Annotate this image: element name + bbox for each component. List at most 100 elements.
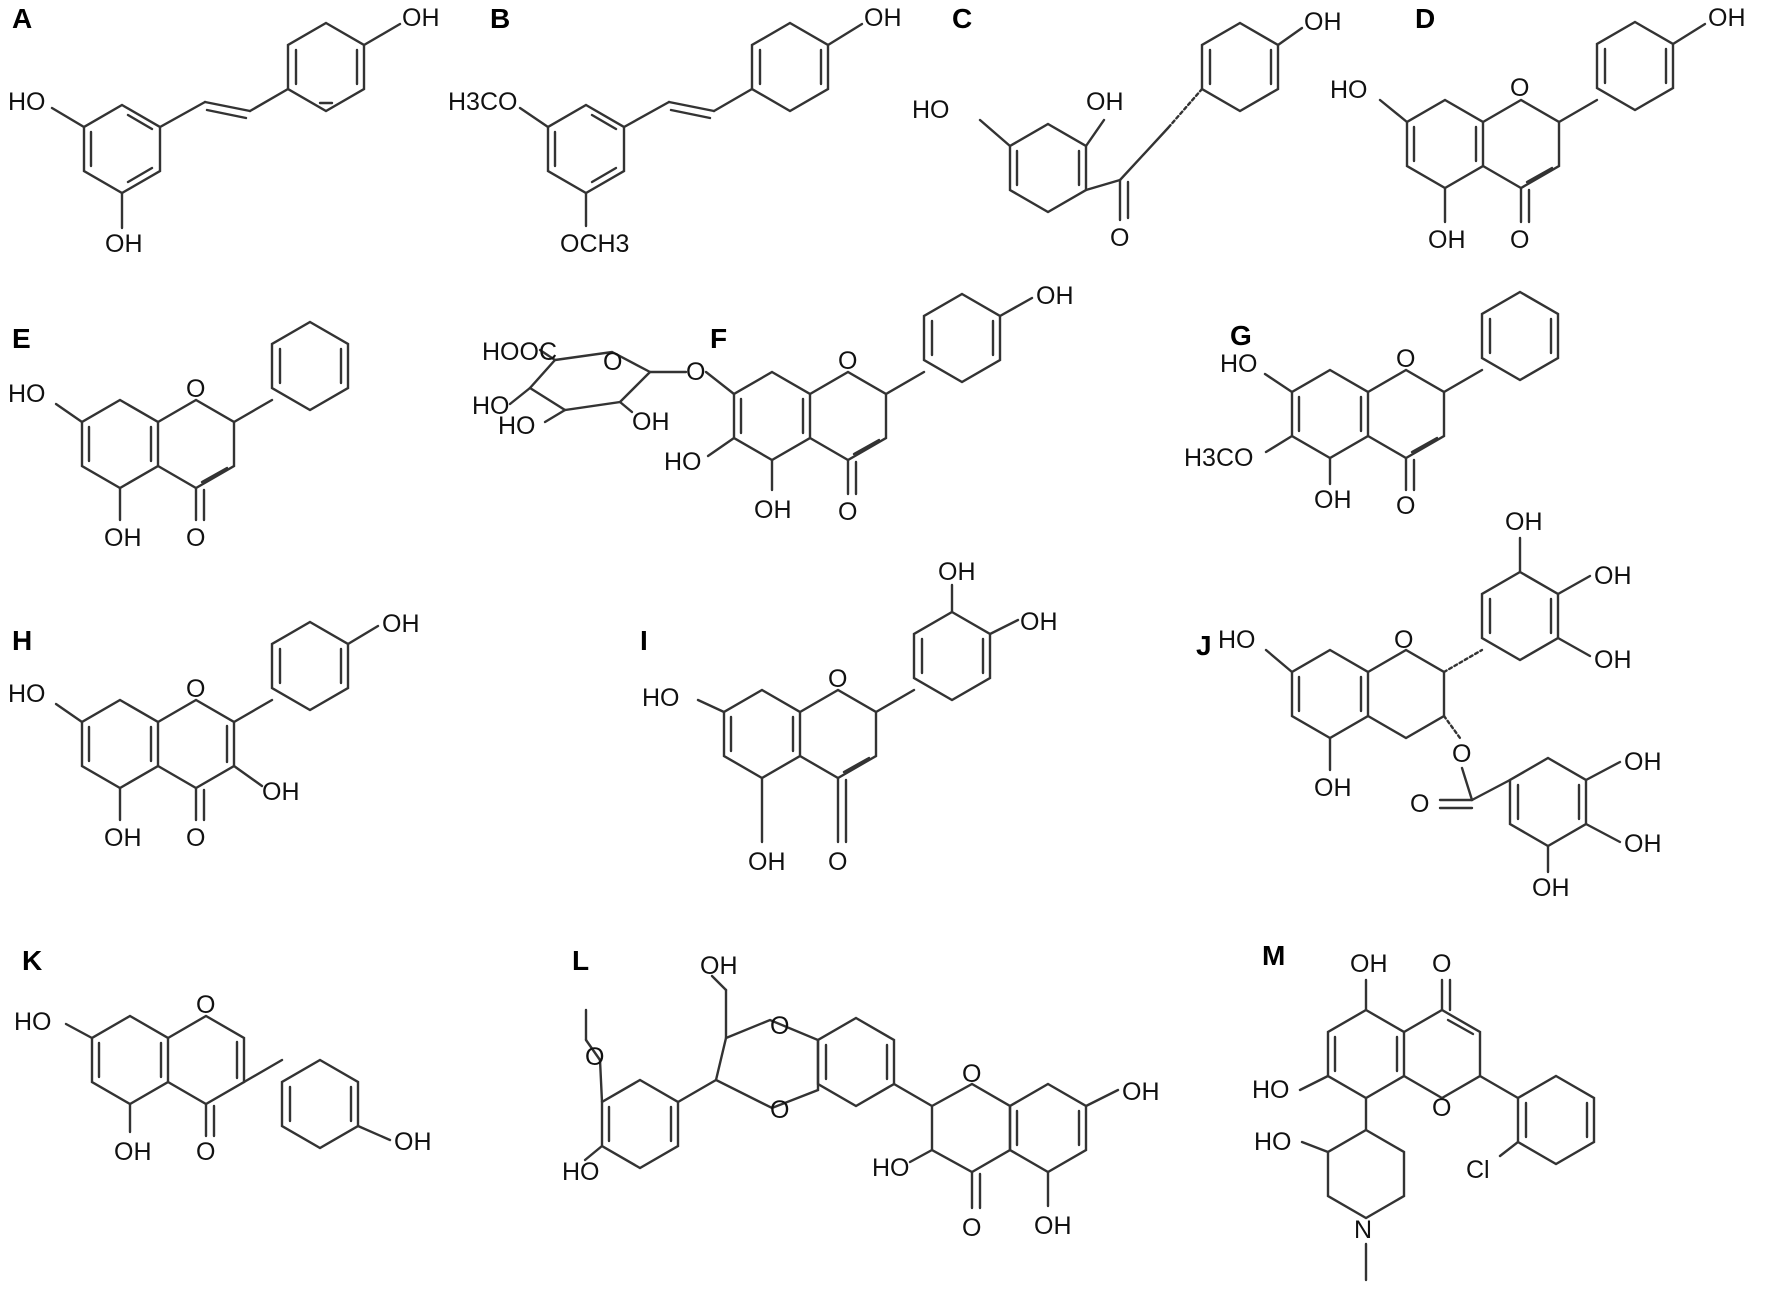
atom-label: O xyxy=(838,498,857,526)
atom-label: O xyxy=(1396,492,1415,520)
panel-letter: I xyxy=(640,625,648,656)
panel-letter: H xyxy=(12,625,32,656)
atom-label: O xyxy=(1410,790,1429,818)
atom-label: HO xyxy=(1252,1076,1290,1104)
structure-d: D O O OH HO OH xyxy=(1330,3,1746,254)
panel-letter: G xyxy=(1230,320,1252,351)
atom-label: OH xyxy=(1020,608,1058,636)
atom-label: O xyxy=(770,1096,789,1124)
atom-label: OH xyxy=(1304,8,1342,36)
atom-label: OH xyxy=(1314,774,1352,802)
atom-label: OH xyxy=(1428,226,1466,254)
atom-label: OH xyxy=(864,4,902,32)
atom-label: OH xyxy=(748,848,786,876)
atom-label: OH xyxy=(938,558,976,586)
atom-label: HO xyxy=(8,88,46,116)
atom-label: O xyxy=(585,1043,604,1071)
atom-label: O xyxy=(1510,226,1529,254)
panel-letter: J xyxy=(1196,630,1212,661)
atom-label: OH xyxy=(402,4,440,32)
atom-label: O xyxy=(1510,74,1529,102)
atom-label: O xyxy=(603,348,622,376)
panel-letter: L xyxy=(572,945,589,976)
atom-label: OH xyxy=(394,1128,432,1156)
atom-label: H3CO xyxy=(1184,444,1253,472)
panel-letter: F xyxy=(710,323,727,354)
atom-label: O xyxy=(828,665,847,693)
atom-label: HO xyxy=(1218,626,1256,654)
atom-label: O xyxy=(962,1214,981,1242)
atom-label: O xyxy=(196,991,215,1019)
atom-label: OH xyxy=(632,408,670,436)
atom-label: O xyxy=(186,675,205,703)
atom-label: OH xyxy=(114,1138,152,1166)
atom-label: HO xyxy=(1254,1128,1292,1156)
atom-label: OH xyxy=(1350,950,1388,978)
atom-label: OH xyxy=(105,230,143,258)
atom-label: HO xyxy=(8,380,46,408)
panel-letter: E xyxy=(12,323,31,354)
atom-label: Cl xyxy=(1466,1156,1490,1184)
atom-label: O xyxy=(838,347,857,375)
atom-label: O xyxy=(186,824,205,852)
atom-label: HO xyxy=(912,96,950,124)
atom-label: OH xyxy=(1624,748,1662,776)
atom-label: H3CO xyxy=(448,88,517,116)
atom-label: O xyxy=(186,524,205,552)
atom-label: O xyxy=(1394,626,1413,654)
atom-label: N xyxy=(1354,1216,1372,1244)
atom-label: OH xyxy=(262,778,300,806)
structure-a: A OH HO OH xyxy=(8,3,440,258)
atom-label: HOOC xyxy=(482,338,557,366)
structure-f: F O HOOC HO HO OH O O O OH HO OH xyxy=(472,282,1074,526)
atom-label: OH xyxy=(754,496,792,524)
atom-label: O xyxy=(770,1012,789,1040)
panel-letter: A xyxy=(12,3,32,34)
atom-label: OH xyxy=(1624,830,1662,858)
panel-letter: M xyxy=(1262,940,1285,971)
atom-label: O xyxy=(1432,950,1451,978)
structure-h: H O O OH OH HO OH xyxy=(8,610,420,852)
atom-label: O xyxy=(962,1060,981,1088)
atom-label: OH xyxy=(1505,508,1543,536)
atom-label: OH xyxy=(1086,88,1124,116)
atom-label: OH xyxy=(1036,282,1074,310)
atom-label: O xyxy=(1110,224,1129,252)
atom-label: OH xyxy=(104,824,142,852)
atom-label: HO xyxy=(1220,350,1258,378)
atom-label: HO xyxy=(664,448,702,476)
atom-label: HO xyxy=(8,680,46,708)
atom-label: OCH3 xyxy=(560,230,629,258)
atom-label: HO xyxy=(872,1154,910,1182)
atom-label: OH xyxy=(1034,1212,1072,1240)
structure-i: I O O OH OH HO OH xyxy=(640,558,1058,876)
atom-label: O xyxy=(1432,1094,1451,1122)
atom-label: OH xyxy=(700,952,738,980)
structure-k: K O O OH HO OH xyxy=(14,945,432,1166)
atom-label: OH xyxy=(1594,562,1632,590)
atom-label: O xyxy=(1396,345,1415,373)
structure-e: E O O HO OH xyxy=(8,320,350,552)
structure-c: C OH O HO OH xyxy=(912,3,1342,252)
atom-label: O xyxy=(196,1138,215,1166)
atom-label: HO xyxy=(562,1158,600,1186)
atom-label: HO xyxy=(642,684,680,712)
structure-m: M O O OH HO Cl HO N xyxy=(1252,940,1596,1282)
atom-label: OH xyxy=(1532,874,1570,902)
atom-label: O xyxy=(186,375,205,403)
atom-label: O xyxy=(1452,740,1471,768)
atom-label: HO xyxy=(1330,76,1368,104)
atom-label: OH xyxy=(1708,4,1746,32)
atom-label: O xyxy=(686,358,705,386)
atom-label: OH xyxy=(1594,646,1632,674)
panel-letter: C xyxy=(952,3,972,34)
structure-b: B OH H3CO OCH3 xyxy=(448,3,902,258)
panel-letter: B xyxy=(490,3,510,34)
panel-letter: K xyxy=(22,945,42,976)
panel-letter: D xyxy=(1415,3,1435,34)
structure-g: G O O HO H3CO OH xyxy=(1184,290,1560,520)
atom-label: OH xyxy=(1122,1078,1160,1106)
atom-label: HO xyxy=(472,392,510,420)
